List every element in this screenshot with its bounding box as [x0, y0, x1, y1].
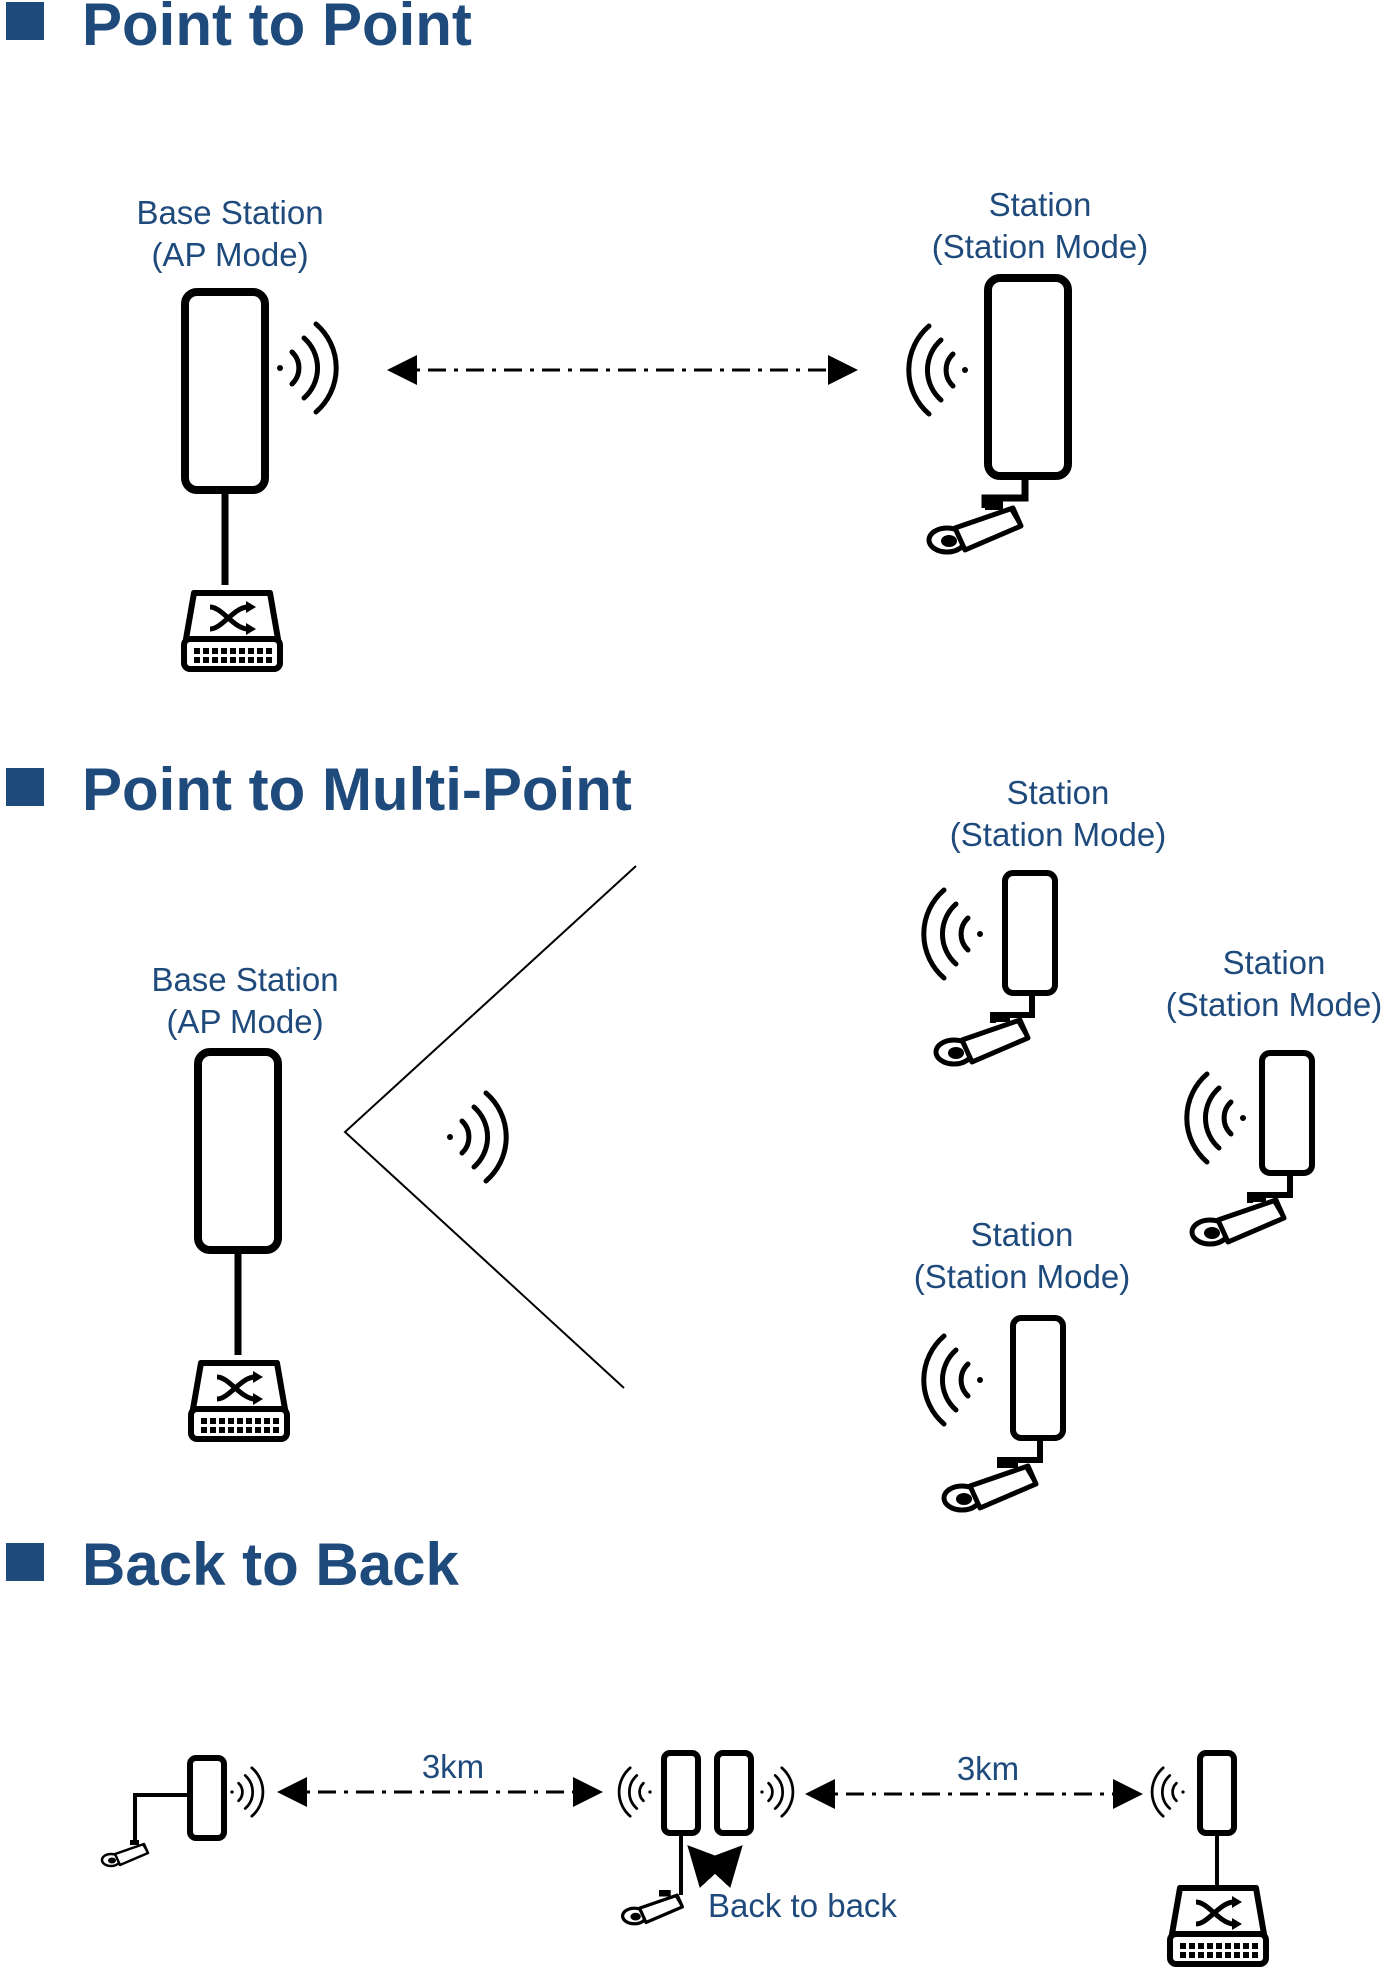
signal-waves-icon	[277, 324, 336, 412]
bullet-square	[6, 768, 44, 806]
section-back-to-back: Back to Back 3km Back to back 3km	[6, 1531, 1266, 1964]
station-label: Station	[989, 186, 1092, 223]
station-label: Station	[1007, 774, 1110, 811]
signal-waves-icon	[1187, 1074, 1246, 1162]
camera-icon	[620, 1888, 685, 1926]
distance-label: 3km	[422, 1748, 484, 1785]
station-label: Station	[1223, 944, 1326, 981]
signal-waves-icon	[924, 890, 983, 978]
station-mode-label: (Station Mode)	[1166, 986, 1382, 1023]
back-to-back-arrow	[687, 1845, 743, 1888]
base-station-label: Base Station	[136, 194, 323, 231]
camera-icon	[929, 500, 1021, 552]
signal-waves-icon	[924, 1336, 983, 1424]
signal-waves-icon	[617, 1766, 654, 1818]
signal-waves-icon	[447, 1093, 506, 1181]
distance-label: 3km	[957, 1750, 1019, 1787]
wireless-device-icon	[1259, 1050, 1315, 1176]
camera-icon	[936, 1012, 1028, 1064]
back-to-back-label: Back to back	[708, 1887, 897, 1924]
base-station-label: Base Station	[151, 961, 338, 998]
signal-waves-icon	[1150, 1766, 1187, 1818]
base-station-mode-label: (AP Mode)	[166, 1003, 323, 1040]
camera-icon	[1192, 1192, 1284, 1244]
wireless-device-icon	[181, 288, 269, 494]
wireless-device-icon	[1002, 870, 1058, 996]
camera-icon	[944, 1458, 1036, 1510]
signal-waves-icon	[758, 1766, 795, 1818]
signal-waves-icon	[909, 326, 968, 414]
wireless-device-icon	[194, 1048, 282, 1254]
section-point-to-multi-point: Point to Multi-Point Base Station (AP Mo…	[6, 756, 1382, 1510]
signal-waves-icon	[228, 1766, 265, 1818]
wireless-device-icon	[714, 1750, 754, 1836]
wireless-device-icon	[1197, 1750, 1237, 1836]
section-heading: Point to Point	[82, 0, 472, 58]
coverage-sector	[343, 865, 637, 1389]
base-station-mode-label: (AP Mode)	[151, 236, 308, 273]
wireless-device-icon	[1010, 1315, 1066, 1441]
station-label: Station	[971, 1216, 1074, 1253]
wireless-device-icon	[661, 1750, 701, 1836]
network-switch-icon	[184, 593, 280, 669]
network-switch-icon	[191, 1363, 287, 1439]
station-mode-label: (Station Mode)	[950, 816, 1166, 853]
station-mode-label: (Station Mode)	[932, 228, 1148, 265]
bullet-square	[6, 1543, 44, 1581]
section-point-to-point: Point to Point Base Station (AP Mode) St…	[6, 0, 1148, 669]
wireless-device-icon	[187, 1755, 227, 1841]
wireless-device-icon	[984, 274, 1072, 480]
section-heading: Point to Multi-Point	[82, 756, 632, 823]
network-switch-icon	[1170, 1888, 1266, 1964]
bullet-square	[6, 2, 44, 40]
camera-icon	[100, 1838, 150, 1868]
station-mode-label: (Station Mode)	[914, 1258, 1130, 1295]
section-heading: Back to Back	[82, 1531, 459, 1598]
